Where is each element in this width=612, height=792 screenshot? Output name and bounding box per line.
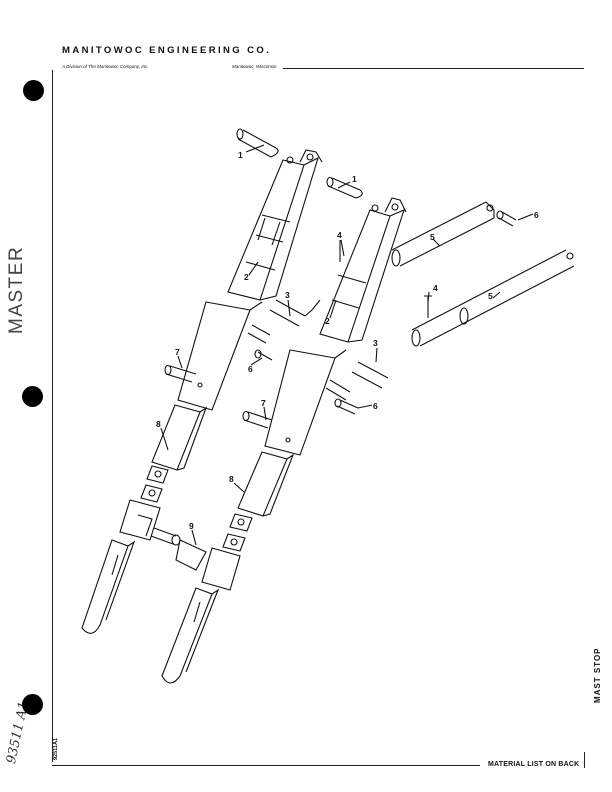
left-border-rule (52, 70, 53, 762)
bottom-right-tick (584, 752, 585, 768)
callout-5: 5 (488, 291, 493, 301)
left-assembly (81, 128, 323, 634)
callout-6: 6 (373, 401, 378, 411)
bolt-part (334, 398, 359, 415)
leader-lines (160, 144, 534, 546)
callout-9: 9 (189, 521, 194, 531)
callout-6: 6 (248, 364, 253, 374)
callout-1: 1 (238, 150, 243, 160)
pin-part (150, 527, 181, 546)
link-part (247, 299, 321, 344)
upper-bracket-part (227, 149, 323, 301)
hinge-bracket-part (119, 499, 161, 541)
pin-part (164, 364, 197, 383)
callout-6: 6 (534, 210, 539, 220)
link-part (325, 361, 389, 401)
cylinder-part (411, 249, 575, 347)
foot-part (161, 587, 220, 684)
cylinder-part (391, 201, 495, 267)
small-block-part (140, 465, 169, 503)
callout-2: 2 (325, 316, 330, 326)
bolt-part (254, 349, 273, 361)
callout-3: 3 (285, 290, 290, 300)
right-assembly (161, 176, 575, 684)
callout-8: 8 (156, 419, 161, 429)
upper-bracket-part (319, 197, 407, 343)
lower-tube-part (177, 301, 263, 411)
header-rule (283, 68, 584, 69)
callout-3: 3 (373, 338, 378, 348)
hinge-bracket-part (175, 539, 241, 591)
material-list-note: MATERIAL LIST ON BACK (488, 761, 580, 768)
callout-5: 5 (430, 232, 435, 242)
plate-part (237, 451, 295, 517)
bolt-part (496, 210, 517, 227)
bottom-border-rule (52, 765, 480, 766)
binder-hole-middle (22, 386, 43, 407)
callout-2: 2 (244, 272, 249, 282)
division-line: A Division of The Manitowoc Company, Inc… (62, 64, 149, 69)
lower-tube-part (264, 349, 347, 456)
callout-4: 4 (433, 283, 438, 293)
binder-hole-top (23, 80, 44, 101)
callout-4: 4 (337, 230, 342, 240)
pin-part (326, 176, 363, 199)
plate-part (151, 404, 208, 471)
small-block-part (222, 513, 253, 552)
pin-part (242, 410, 273, 429)
callout-7: 7 (261, 398, 266, 408)
binder-hole-bottom (22, 694, 43, 715)
callout-8: 8 (229, 474, 234, 484)
foot-part (81, 539, 136, 634)
company-name: MANITOWOC ENGINEERING CO. (62, 45, 272, 56)
callout-1: 1 (352, 174, 357, 184)
pin-part (236, 128, 279, 158)
callout-7: 7 (175, 347, 180, 357)
callout-labels: 1 1 2 2 3 3 4 4 5 5 6 6 6 7 7 8 8 9 (156, 150, 539, 531)
location-line: Manitowoc, Wisconsin (232, 64, 277, 69)
